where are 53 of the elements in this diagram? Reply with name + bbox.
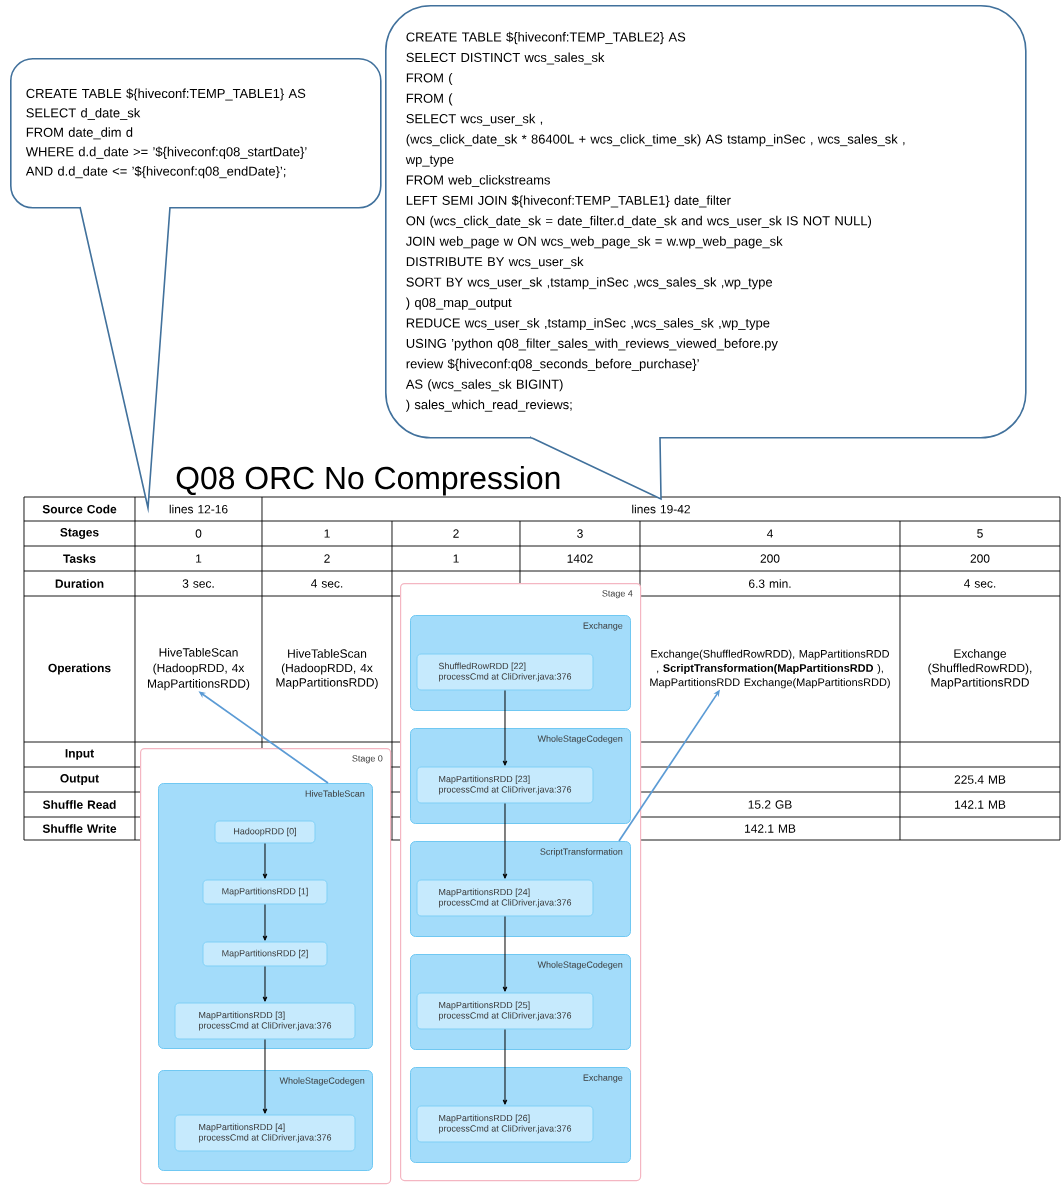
table-entry: 1402 <box>567 554 593 563</box>
table-entry: 4 sec. <box>311 579 343 588</box>
rdd-box: MapPartitionsRDD [26] processCmd at CliDriver.java:376 <box>416 1105 594 1143</box>
table-entry: 15.2 GB <box>748 800 792 809</box>
row-header: Input <box>65 749 94 760</box>
table-entry: HiveTableScan (HadoopRDD, 4x MapPartitionsRDD) <box>276 649 378 690</box>
table-entry: 200 <box>760 554 780 563</box>
rdd-box: HadoopRDD [0] <box>214 820 316 844</box>
rdd-box: MapPartitionsRDD [23] processCmd at CliDriver.java:376 <box>416 766 594 804</box>
arrow <box>502 1029 508 1105</box>
table-entry: 3 sec. <box>182 579 214 588</box>
rdd-box: MapPartitionsRDD [1] <box>202 879 328 905</box>
rdd-box: MapPartitionsRDD [2] <box>202 941 328 967</box>
table-entry: lines 19-42 <box>632 504 690 514</box>
arrow <box>502 803 508 879</box>
rdd-box: MapPartitionsRDD [24] processCmd at CliDriver.java:376 <box>416 879 594 917</box>
row-header: Shuffle Read <box>43 800 116 809</box>
row-header: Stages <box>60 528 99 539</box>
operations-text: HiveTableScan (HadoopRDD, 4x MapPartitionsRDD) <box>148 647 250 691</box>
table-entry: 1 <box>453 554 459 563</box>
arrow <box>262 1039 268 1114</box>
rdd-box: MapPartitionsRDD [25] processCmd at CliDriver.java:376 <box>416 992 594 1030</box>
row-header: Source Code <box>42 504 117 514</box>
table-entry: 0 <box>195 529 202 538</box>
table-entry: 142.1 MB <box>955 800 1006 809</box>
row-header: Shuffle Write <box>42 824 117 833</box>
table-entry: 2 <box>453 529 459 538</box>
row-header: Duration <box>55 579 104 588</box>
arrow <box>262 904 268 941</box>
rdd-box: ShuffledRowRDD [22] processCmd at CliDriver.java:376 <box>416 653 594 691</box>
table-entry: 4 sec. <box>964 579 996 588</box>
table-entry: 225.4 MB <box>954 775 1006 784</box>
table-entry: 5 <box>977 529 983 538</box>
table-entry: 4 <box>766 529 773 538</box>
table-entry: 142.1 MB <box>745 824 796 833</box>
rdd-box: MapPartitionsRDD [4] processCmd at CliDriver.java:376 <box>174 1114 356 1152</box>
arrow <box>262 843 268 879</box>
table-entry: 6.3 min. <box>749 579 791 588</box>
table-entry: Exchange (ShuffledRowRDD), MapPartitionsRDD <box>928 649 1032 690</box>
table-entry: lines 12-16 <box>169 504 228 514</box>
row-header: Output <box>60 774 99 785</box>
operations-text: Exchange(ShuffledRowRDD), MapPartitionsRDD , ScriptTransformation(MapPartitionsRDD ), MapPartitionsRDD Exchange(MapPartitionsRDD) <box>650 649 890 689</box>
arrow <box>502 916 508 992</box>
table-entry: 2 <box>324 554 330 563</box>
table-entry: 1 <box>324 529 330 538</box>
arrow <box>502 690 508 766</box>
row-header: Tasks <box>63 554 96 563</box>
table-entry: 1 <box>196 554 202 563</box>
rdd-box: MapPartitionsRDD [3] processCmd at CliDriver.java:376 <box>174 1002 356 1040</box>
arrow <box>262 966 268 1002</box>
table-entry: 3 <box>577 529 583 538</box>
row-header: Operations <box>48 663 111 675</box>
table-entry: 200 <box>970 554 990 563</box>
